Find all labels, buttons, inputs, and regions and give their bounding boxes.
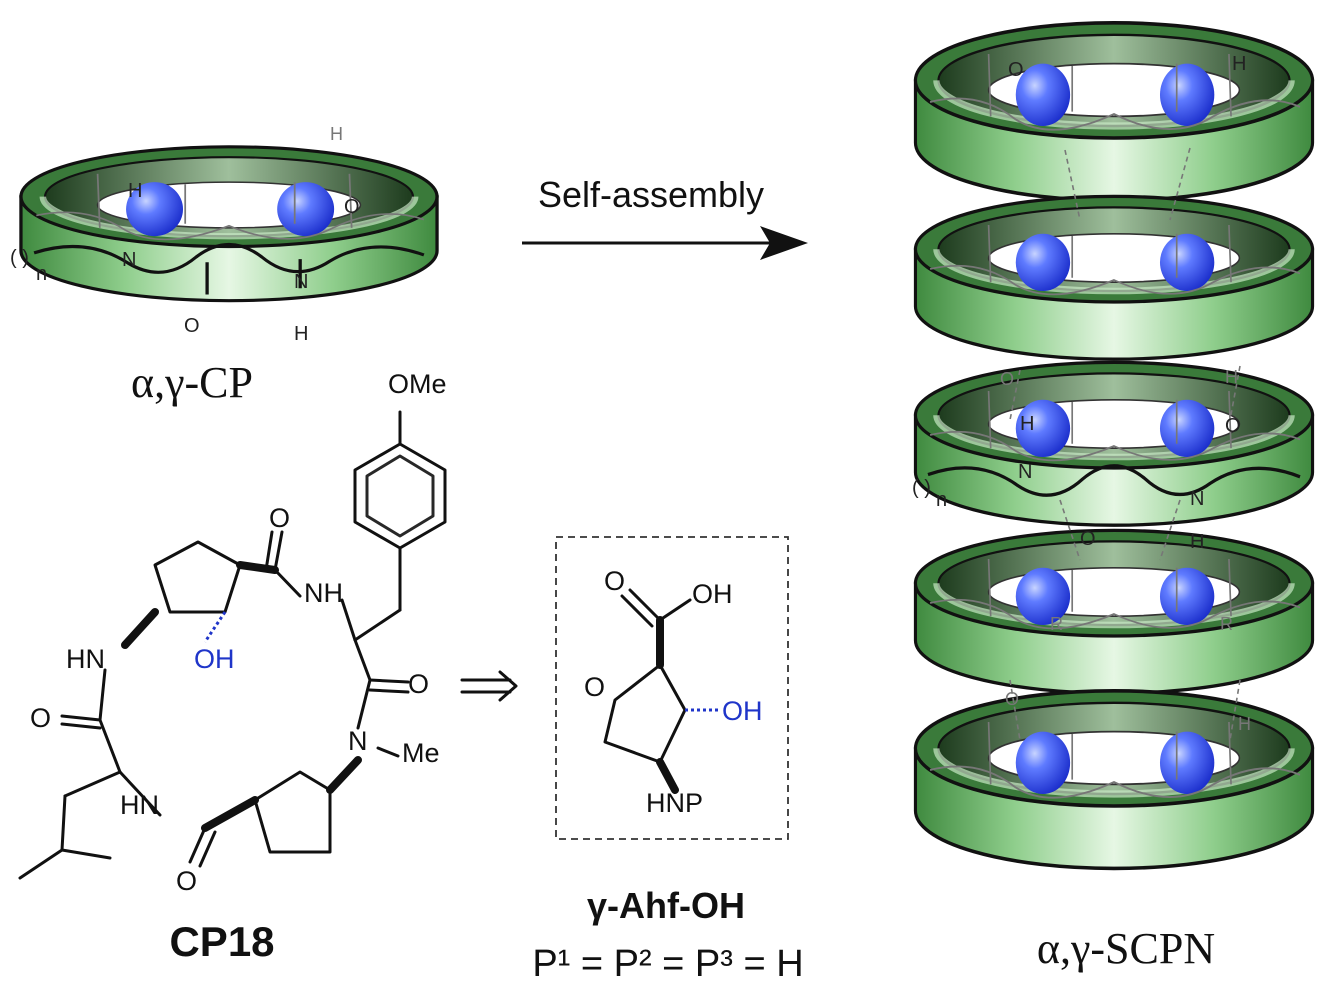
cp18-structure (18, 410, 447, 880)
ring-atom-h: H (128, 180, 142, 202)
nanotube-label: α,γ-SCPN (1037, 924, 1215, 973)
cp18-atom-ome: OMe (388, 369, 447, 399)
retrosynthesis-arrow (460, 670, 518, 702)
ring-atom-h: H (330, 124, 343, 144)
cp-ring-left (21, 147, 437, 301)
cp-label: α,γ-CP (131, 358, 253, 407)
cp18-label: CP18 (169, 918, 274, 965)
cp18-atom-o-left: O (30, 703, 51, 733)
ring-atom-n: N (122, 249, 136, 271)
ring-atom-paren: ( ) (10, 247, 29, 269)
cp18-atom-hn-bottom: HN (120, 790, 159, 820)
cp18-atom-o-bottom: O (176, 866, 197, 896)
ring-atom-h: H (294, 323, 308, 345)
ring-atom-o: O (1000, 369, 1014, 389)
ring-atom-o: O (1080, 528, 1096, 550)
ahf-atom-oh-acid: OH (692, 579, 733, 609)
nanotube-stack (915, 23, 1312, 869)
protecting-group-label: P¹ = P² = P³ = H (532, 943, 803, 984)
ahf-atom-oh-blue: OH (722, 696, 763, 726)
nanotube-ring-4 (915, 530, 1312, 693)
cp18-atom-oh-blue: OH (194, 644, 235, 674)
ahf-atom-o-acid: O (604, 566, 625, 596)
self-assembly-arrow (522, 226, 808, 260)
ahf-atom-o-ring: O (584, 672, 605, 702)
monomer-label: γ-Ahf-OH (587, 885, 745, 926)
cp18-atom-me: Me (402, 738, 440, 768)
cp18-atom-o-right: O (408, 669, 429, 699)
ring-atom-r: R (1220, 614, 1233, 634)
ring-atom-o: O (1225, 415, 1241, 437)
monomer-box (555, 536, 789, 840)
nanotube-ring-5 (915, 691, 1312, 869)
ahf-atom-hnp: HNP (646, 788, 703, 818)
cp18-atom-hn-left: HN (66, 644, 105, 674)
ring-atom-nsub: n (936, 489, 947, 511)
ring-atom-n: N (294, 271, 308, 293)
nanotube-ring-3 (915, 362, 1312, 525)
ring-atom-h: H (1238, 714, 1251, 734)
ring-atom-n: N (1018, 461, 1032, 483)
ring-atom-h: H (1020, 413, 1034, 435)
nanotube-ring-1 (915, 23, 1312, 201)
cp18-atom-nh-top: NH (304, 578, 343, 608)
ring-atom-o: O (184, 315, 200, 337)
ring-atom-o: O (1008, 59, 1024, 81)
cp18-atom-n-me: N (348, 726, 368, 756)
ring-atom-o: O (1005, 689, 1019, 709)
ring-atom-h: H (1232, 53, 1246, 75)
ring-atom-h: H (1190, 531, 1204, 553)
ring-atom-n: N (1190, 488, 1204, 510)
nanotube-ring-2 (915, 196, 1312, 359)
ring-atom-nsub: n (36, 263, 47, 285)
ring-atom-o: O (344, 196, 360, 218)
cp18-atom-o-top: O (269, 503, 290, 533)
ring-atom-h: H (1225, 367, 1238, 387)
ahf-structure (603, 588, 720, 794)
ring-atom-paren: ( ) (912, 477, 931, 499)
ring-atom-r: R (1050, 614, 1063, 634)
arrow-label: Self-assembly (538, 174, 764, 215)
